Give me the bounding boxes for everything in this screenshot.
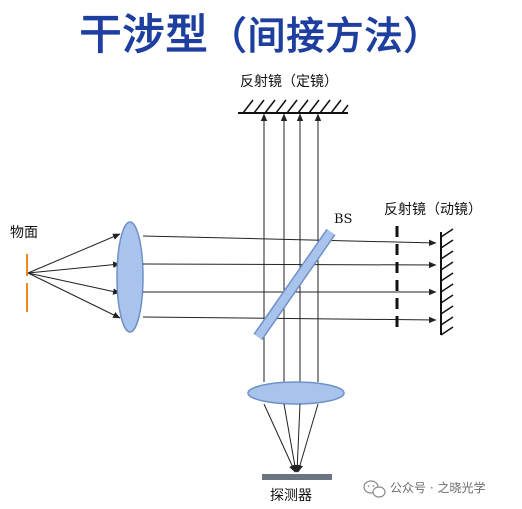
- detector: [262, 474, 332, 480]
- focusing-lens: [247, 381, 345, 405]
- horizontal-beams: [142, 235, 437, 324]
- object-label: 物面: [10, 225, 38, 241]
- moving-mirror: [440, 228, 454, 336]
- beam-splitter-label: BS: [334, 212, 352, 227]
- object-rays: [27, 233, 121, 319]
- fixed-mirror: [238, 99, 349, 114]
- fixed-mirror-label: 反射镜（定镜）: [240, 74, 338, 90]
- vertical-beams-down: [263, 242, 319, 382]
- watermark: 公众号 · 之晓光学: [363, 480, 485, 498]
- title-main: 干涉型: [79, 10, 209, 59]
- vertical-beams-up: [260, 113, 322, 318]
- converging-rays: [263, 403, 319, 473]
- title-sub: （间接方法）: [208, 13, 443, 58]
- moving-mirror-label: 反射镜（动镜）: [384, 202, 482, 218]
- detector-label: 探测器: [270, 488, 312, 504]
- page-title: 干涉型（间接方法）: [0, 0, 522, 70]
- wechat-icon: [363, 480, 386, 498]
- watermark-text: 公众号 · 之晓光学: [390, 480, 485, 495]
- collimating-lens: [116, 221, 144, 333]
